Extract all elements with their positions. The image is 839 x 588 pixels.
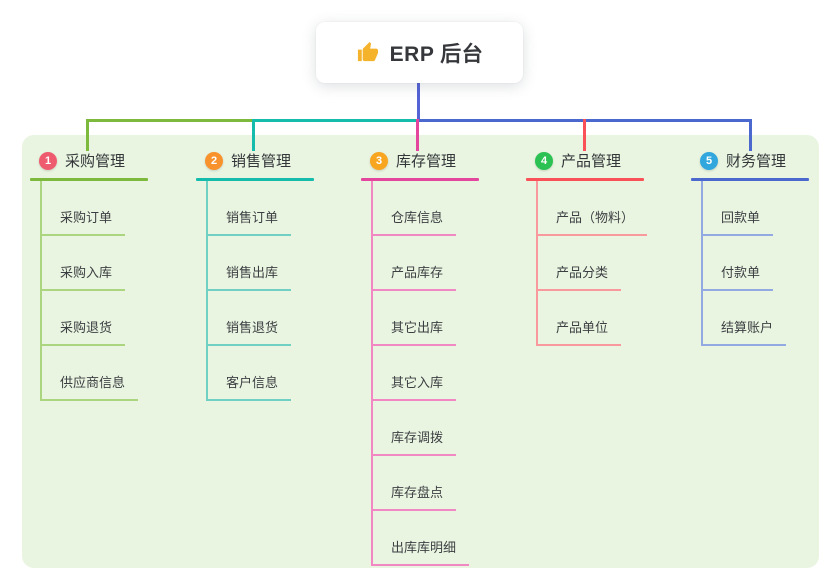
connector-branch-stub <box>749 119 752 151</box>
branch-title-5[interactable]: 5 财务管理 <box>691 150 809 178</box>
connector-branch-stub <box>86 119 89 151</box>
branch-underline <box>361 178 479 181</box>
branch-children: 仓库信息产品库存其它出库其它入库库存调拨库存盘点出库库明细 <box>371 181 479 566</box>
branch-number-badge: 4 <box>535 151 553 170</box>
child-node-label: 回款单 <box>703 207 774 236</box>
branch-children: 产品（物料） 产品分类产品单位 <box>536 181 648 346</box>
root-node[interactable]: ERP 后台 <box>316 22 523 83</box>
branch-label: 财务管理 <box>726 153 787 170</box>
child-node[interactable]: 采购退货 <box>42 291 148 346</box>
branch-number-badge: 2 <box>205 151 223 170</box>
child-node[interactable]: 付款单 <box>703 236 809 291</box>
child-node-label: 产品库存 <box>373 262 457 291</box>
child-node[interactable]: 其它出库 <box>373 291 479 346</box>
branch-title-1[interactable]: 1 采购管理 <box>30 150 148 178</box>
child-node-label: 库存调拨 <box>373 427 457 456</box>
branch-title-4[interactable]: 4 产品管理 <box>526 150 644 178</box>
branch-title-2[interactable]: 2 销售管理 <box>196 150 314 178</box>
connector-branch-stub <box>583 119 586 151</box>
child-node[interactable]: 产品单位 <box>538 291 644 346</box>
child-node[interactable]: 仓库信息 <box>373 181 479 236</box>
branch-label: 销售管理 <box>231 153 292 170</box>
child-node[interactable]: 客户信息 <box>208 346 314 401</box>
child-node-label: 其它入库 <box>373 372 457 401</box>
branch-node-1: 1 采购管理采购订单采购入库采购退货供应商信息 <box>30 150 148 401</box>
connector-branch-stub <box>416 119 419 151</box>
branch-underline <box>526 178 644 181</box>
child-node[interactable]: 产品分类 <box>538 236 644 291</box>
child-node[interactable]: 其它入库 <box>373 346 479 401</box>
child-node-label: 库存盘点 <box>373 482 457 511</box>
branch-number-badge: 1 <box>39 151 57 170</box>
child-node-label: 采购入库 <box>42 262 126 291</box>
child-node[interactable]: 库存盘点 <box>373 456 479 511</box>
child-node-label: 产品分类 <box>538 262 622 291</box>
branch-underline <box>691 178 809 181</box>
branches-panel <box>22 135 819 568</box>
branch-number-badge: 5 <box>700 151 718 170</box>
root-node-label: ERP 后台 <box>389 42 484 66</box>
branch-node-3: 3 库存管理仓库信息产品库存其它出库其它入库库存调拨库存盘点出库库明细 <box>361 150 479 566</box>
child-node-label: 出库库明细 <box>373 537 470 566</box>
branch-children: 销售订单销售出库销售退货客户信息 <box>206 181 314 401</box>
branch-underline <box>30 178 148 181</box>
child-node[interactable]: 销售出库 <box>208 236 314 291</box>
branch-node-5: 5 财务管理回款单付款单结算账户 <box>691 150 809 346</box>
connector-bus-segment <box>86 119 254 122</box>
child-node-label: 供应商信息 <box>42 372 139 401</box>
branch-label: 采购管理 <box>65 153 126 170</box>
child-node[interactable]: 销售退货 <box>208 291 314 346</box>
branch-label: 产品管理 <box>561 153 622 170</box>
branch-label: 库存管理 <box>396 153 457 170</box>
child-node-label: 采购订单 <box>42 207 126 236</box>
connector-branch-stub <box>252 119 255 151</box>
child-node[interactable]: 库存调拨 <box>373 401 479 456</box>
child-node[interactable]: 采购订单 <box>42 181 148 236</box>
branch-title-3[interactable]: 3 库存管理 <box>361 150 479 178</box>
root-connector-line <box>417 82 420 121</box>
child-node-label: 销售订单 <box>208 207 292 236</box>
child-node[interactable]: 出库库明细 <box>373 511 479 566</box>
thumbs-up-icon <box>357 41 378 62</box>
child-node-label: 采购退货 <box>42 317 126 346</box>
branch-children: 采购订单采购入库采购退货供应商信息 <box>40 181 148 401</box>
branch-number-badge: 3 <box>370 151 388 170</box>
child-node[interactable]: 供应商信息 <box>42 346 148 401</box>
child-node[interactable]: 结算账户 <box>703 291 809 346</box>
child-node-label: 销售出库 <box>208 262 292 291</box>
child-node[interactable]: 采购入库 <box>42 236 148 291</box>
branch-node-4: 4 产品管理产品（物料） 产品分类产品单位 <box>526 150 648 346</box>
connector-bus-segment <box>252 119 418 122</box>
child-node-label: 仓库信息 <box>373 207 457 236</box>
child-node[interactable]: 回款单 <box>703 181 809 236</box>
branch-node-2: 2 销售管理销售订单销售出库销售退货客户信息 <box>196 150 314 401</box>
child-node-label: 销售退货 <box>208 317 292 346</box>
child-node-label: 付款单 <box>703 262 774 291</box>
branch-underline <box>196 178 314 181</box>
branch-children: 回款单付款单结算账户 <box>701 181 809 346</box>
child-node-label: 结算账户 <box>703 317 787 346</box>
child-node-label: 产品单位 <box>538 317 622 346</box>
child-node-label: 产品（物料） <box>538 207 648 236</box>
child-node-label: 客户信息 <box>208 372 292 401</box>
child-node[interactable]: 产品库存 <box>373 236 479 291</box>
child-node-label: 其它出库 <box>373 317 457 346</box>
child-node[interactable]: 产品（物料） <box>538 181 648 236</box>
child-node[interactable]: 销售订单 <box>208 181 314 236</box>
